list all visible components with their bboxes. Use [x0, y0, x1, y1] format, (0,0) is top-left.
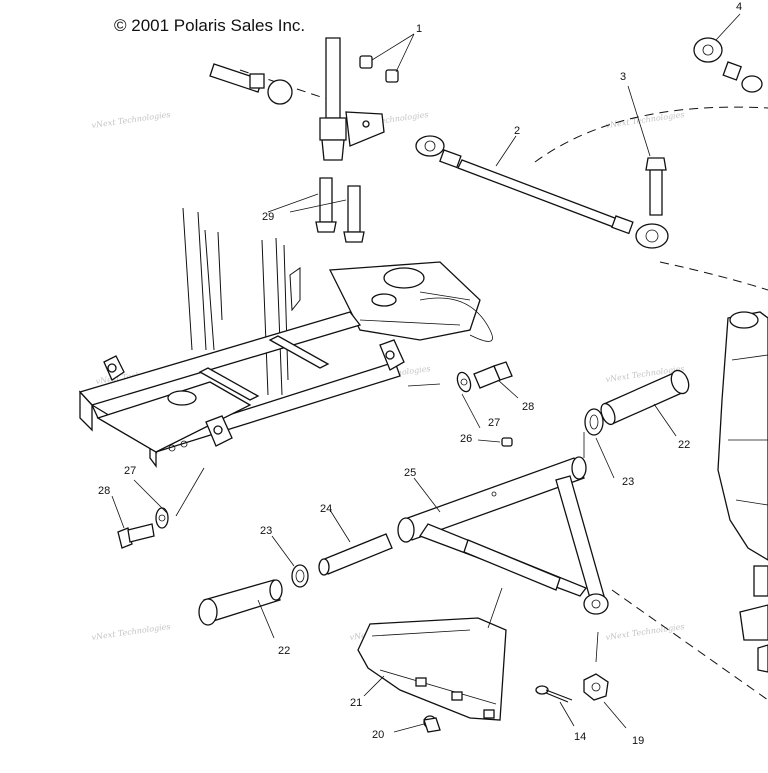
frame-assembly: [78, 207, 493, 468]
pivot-tube-22-left: [198, 579, 283, 626]
watermark: vNext Technologies: [91, 110, 171, 130]
callout-23-right: 23: [622, 476, 634, 488]
skid-plate-21: [357, 617, 507, 721]
callout-21: 21: [350, 697, 362, 709]
cotter-pin-14: [535, 685, 573, 703]
watermark: vNext Technologies: [605, 110, 685, 130]
callout-19: 19: [632, 735, 644, 747]
callout-27-left: 27: [124, 465, 136, 477]
tie-rod-2: [415, 135, 669, 249]
callout-22-left: 22: [278, 645, 290, 657]
callout-27-right: 27: [488, 417, 500, 429]
callout-3: 3: [620, 71, 626, 83]
callout-14: 14: [574, 731, 586, 743]
callout-4: 4: [736, 1, 742, 13]
callout-24: 24: [320, 503, 332, 515]
washer-27-left: [155, 507, 169, 529]
grease-fitting-26: [501, 437, 513, 447]
callout-28-left: 28: [98, 485, 110, 497]
leader-lines: [111, 13, 741, 733]
callout-22-right: 22: [678, 439, 690, 451]
callout-2: 2: [514, 125, 520, 137]
callout-29: 29: [262, 211, 274, 223]
callout-20: 20: [372, 729, 384, 741]
bolt-3: [645, 157, 667, 216]
pivot-tube-22-right: [600, 369, 690, 426]
bushing-23-left: [291, 564, 309, 588]
callout-28-right: 28: [522, 401, 534, 413]
a-arm-25: [397, 456, 609, 615]
washer-27-right: [456, 371, 472, 393]
part-4-bushing: [693, 37, 763, 93]
steering-post: [319, 37, 399, 161]
callout-23-left: 23: [260, 525, 272, 537]
watermark: vNext Technologies: [605, 622, 685, 642]
callout-1: 1: [416, 23, 422, 35]
pivot-tube-24: [318, 533, 393, 576]
spindle-knuckle: [717, 311, 768, 673]
bolt-28-right: [473, 361, 513, 389]
upper-tie-rod-end: [209, 63, 293, 105]
callout-26: 26: [460, 433, 472, 445]
bolts-29: [315, 177, 365, 243]
castle-nut-19: [583, 673, 609, 701]
callout-25: 25: [404, 467, 416, 479]
bolt-28-left: [117, 523, 155, 549]
copyright-notice: © 2001 Polaris Sales Inc.: [114, 16, 306, 35]
bushing-23-right: [584, 408, 604, 436]
screw-20: [423, 715, 441, 733]
callout-labels: 1 2 3 4 29 27 28 26 22 23 25 24 23 22 27…: [98, 1, 742, 747]
watermark: vNext Technologies: [91, 622, 171, 642]
